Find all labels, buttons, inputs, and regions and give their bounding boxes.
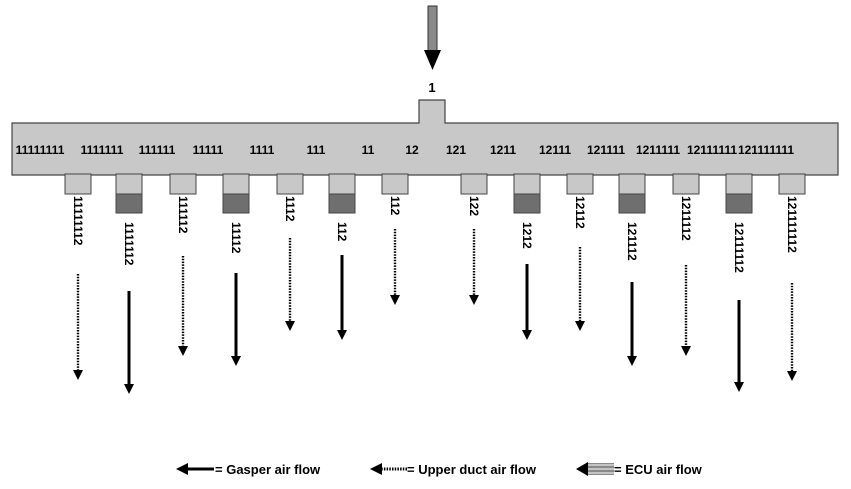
arrow-head-icon [734, 382, 744, 392]
outlet-stubs [64, 173, 806, 214]
duct-label: 111 [307, 143, 326, 157]
ecu-block [513, 193, 541, 214]
outlet-label: 1111112 [122, 222, 136, 266]
outlet-stub [381, 173, 409, 195]
duct-label: 121 [446, 143, 466, 157]
outlet-stub [725, 173, 753, 195]
outlet-stub [169, 173, 197, 195]
outlet-stub [222, 173, 250, 195]
duct-label: 111111 [139, 143, 176, 157]
outlet-stub [64, 173, 92, 195]
outlet-label: 1112 [283, 196, 297, 222]
outlet-label: 1211112 [679, 196, 693, 241]
duct-label: 12111 [539, 143, 571, 157]
ecu-block [725, 193, 753, 214]
duct-label: 121111111 [738, 143, 794, 157]
duct-label: 11111111 [16, 143, 65, 157]
outlet-label: 1212 [520, 222, 534, 249]
legend-gasper-label: = Gasper air flow [215, 462, 321, 477]
arrow-head-icon [231, 356, 241, 366]
arrow-head-icon [73, 370, 83, 380]
upper-duct-legend-icon [370, 463, 407, 475]
arrow-head-icon [285, 321, 295, 331]
outlet-arrows: 11111112 1111112 111112 11112 1112 112 112 122 1… [71, 196, 799, 394]
outlet-label: 11111112 [71, 196, 85, 246]
main-duct [11, 99, 839, 176]
arrow-head-icon [469, 295, 479, 305]
arrow-head-icon [337, 330, 347, 340]
arrow-head-icon [390, 295, 400, 305]
arrow-head-icon [522, 330, 532, 340]
ecu-block [328, 193, 356, 214]
outlet-label: 121112 [625, 222, 639, 261]
duct-label: 121111 [587, 143, 625, 157]
duct-label: 1211 [490, 143, 516, 157]
ecu-block [618, 193, 646, 214]
arrow-head-icon [178, 346, 188, 356]
outlet-label: 11112 [229, 222, 243, 254]
ecu-legend-icon [576, 462, 614, 476]
outlet-label: 12111112 [732, 222, 746, 273]
duct-label: 11111 [193, 143, 224, 157]
duct-label: 12 [405, 143, 419, 157]
outlet-stub [672, 173, 700, 195]
ecu-block [222, 193, 250, 214]
outlet-label: 111112 [176, 196, 190, 234]
duct-label: 11 [362, 143, 375, 157]
gasper-legend-icon [176, 463, 214, 475]
arrow-head-icon [575, 321, 585, 331]
outlet-stub [618, 173, 646, 195]
outlet-label: 122 [467, 196, 481, 216]
arrow-head-icon [787, 371, 797, 381]
legend: = Gasper air flow = Upper duct air flow … [176, 462, 703, 477]
outlet-stub [276, 173, 304, 195]
ecu-block [115, 193, 143, 214]
arrow-head-icon [627, 356, 637, 366]
outlet-stub [513, 173, 541, 195]
outlet-stub [778, 173, 806, 195]
outlet-stub [115, 173, 143, 195]
outlet-label: 121111112 [785, 196, 799, 253]
duct-label: 12111111 [687, 143, 737, 157]
legend-ecu-label: = ECU air flow [614, 462, 703, 477]
duct-label: 1111 [250, 143, 275, 157]
legend-upper-label: = Upper duct air flow [407, 462, 537, 477]
outlet-stub [460, 173, 488, 195]
arrow-head-icon [681, 346, 691, 356]
duct-label: 1211111 [636, 143, 680, 157]
duct-label: 1111111 [81, 143, 124, 157]
outlet-stub [566, 173, 594, 195]
arrow-head-icon [124, 384, 134, 394]
outlet-label: 12112 [573, 196, 587, 229]
outlet-stub [328, 173, 356, 195]
outlet-label: 112 [388, 196, 402, 216]
outlet-label: 112 [335, 222, 349, 242]
inlet-label: 1 [428, 80, 435, 95]
inlet-arrow-icon [424, 5, 441, 70]
